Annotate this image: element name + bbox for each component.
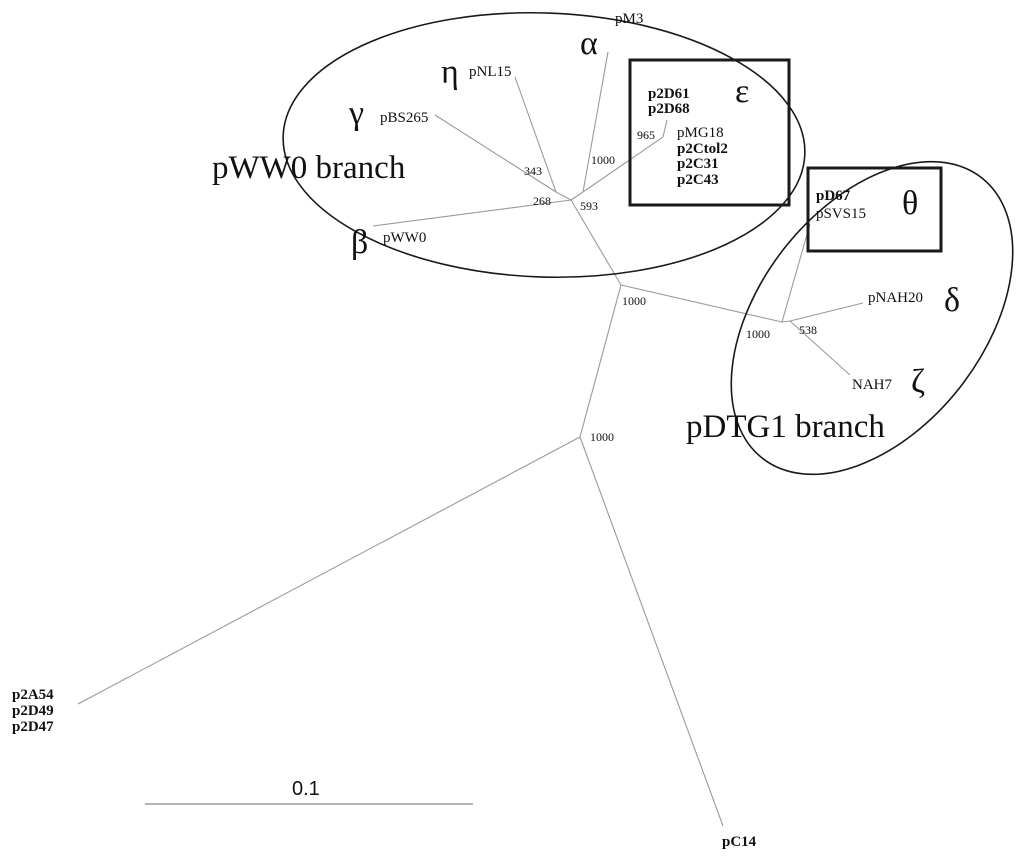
- leaf-pnl15: pNL15: [469, 64, 512, 80]
- branch-root-to-pww0-node: [570, 199, 622, 286]
- greek-beta: β: [351, 224, 368, 261]
- pww0-branch-ellipse: [282, 11, 806, 279]
- bootstrap-1000-dtg: 1000: [746, 327, 770, 341]
- branch-to-pm3: [582, 51, 609, 193]
- branch-to-pmg18: [662, 119, 668, 138]
- greek-zeta: ζ: [911, 363, 925, 400]
- leaf-psvs15: pSVS15: [816, 206, 866, 222]
- leaf-p2c43: p2C43: [677, 172, 719, 188]
- greek-theta: θ: [902, 185, 918, 222]
- leaf-pbs265: pBS265: [380, 110, 428, 126]
- bootstrap-965: 965: [637, 128, 655, 142]
- leaf-pc14: pC14: [722, 834, 757, 850]
- branch-base-to-p2a54: [77, 436, 581, 705]
- branch-to-epsilon-node: [570, 191, 584, 201]
- scale-bar-label: 0.1: [292, 778, 320, 800]
- bootstrap-1000-root: 1000: [622, 294, 646, 308]
- greek-alpha: α: [580, 25, 598, 62]
- group-label-pww0: pWW0 branch: [212, 150, 406, 186]
- leaf-pd67: pD67: [816, 188, 851, 204]
- leaf-nah7: NAH7: [852, 377, 892, 393]
- branch-to-pnah20: [789, 302, 864, 322]
- bootstrap-538: 538: [799, 323, 817, 337]
- leaf-p2a54: p2A54: [12, 687, 54, 703]
- leaf-pmg18: pMG18: [677, 125, 724, 141]
- tree-branches: [77, 51, 864, 827]
- bootstrap-268: 268: [533, 194, 551, 208]
- greek-eta: η: [441, 54, 459, 91]
- scale-bar: 0.1: [145, 778, 473, 805]
- group-label-pdtg1: pDTG1 branch: [686, 409, 885, 445]
- epsilon-clade-box: [628, 58, 791, 207]
- branch-to-epsilon-clade: [582, 136, 664, 193]
- branch-root-to-dtg-node: [620, 284, 783, 323]
- branch-to-inner-538: [781, 320, 791, 323]
- leaf-pm3: pM3: [615, 11, 643, 27]
- branch-to-inner-343: [555, 191, 572, 201]
- leaf-p2c31: p2C31: [677, 156, 719, 172]
- leaf-p2ctol2: p2Ctol2: [677, 141, 728, 157]
- bootstrap-343: 343: [524, 164, 542, 178]
- leaf-pww0: pWW0: [383, 230, 426, 246]
- leaf-p2d47: p2D47: [12, 719, 54, 735]
- bootstrap-593: 593: [580, 199, 598, 213]
- leaf-pnah20: pNAH20: [868, 290, 923, 306]
- greek-epsilon: ε: [735, 73, 749, 110]
- theta-clade-box: [806, 166, 943, 253]
- branch-to-pnl15: [514, 76, 557, 193]
- greek-delta: δ: [944, 282, 960, 319]
- branch-to-psvs15: [781, 223, 811, 323]
- branch-to-nah7: [789, 320, 851, 376]
- pdtg1-branch-ellipse: [730, 160, 1014, 476]
- branch-to-pbs265: [434, 114, 557, 193]
- leaf-p2d49: p2D49: [12, 703, 54, 719]
- branch-base-to-pc14: [579, 436, 724, 827]
- leaf-p2d68: p2D68: [648, 101, 690, 117]
- bootstrap-1000-base: 1000: [590, 430, 614, 444]
- bootstrap-1000-epsilon: 1000: [591, 153, 615, 167]
- branch-root-to-base: [579, 284, 622, 438]
- leaf-p2d61: p2D61: [648, 86, 690, 102]
- greek-gamma: γ: [348, 95, 364, 132]
- branch-to-pww0: [372, 199, 572, 227]
